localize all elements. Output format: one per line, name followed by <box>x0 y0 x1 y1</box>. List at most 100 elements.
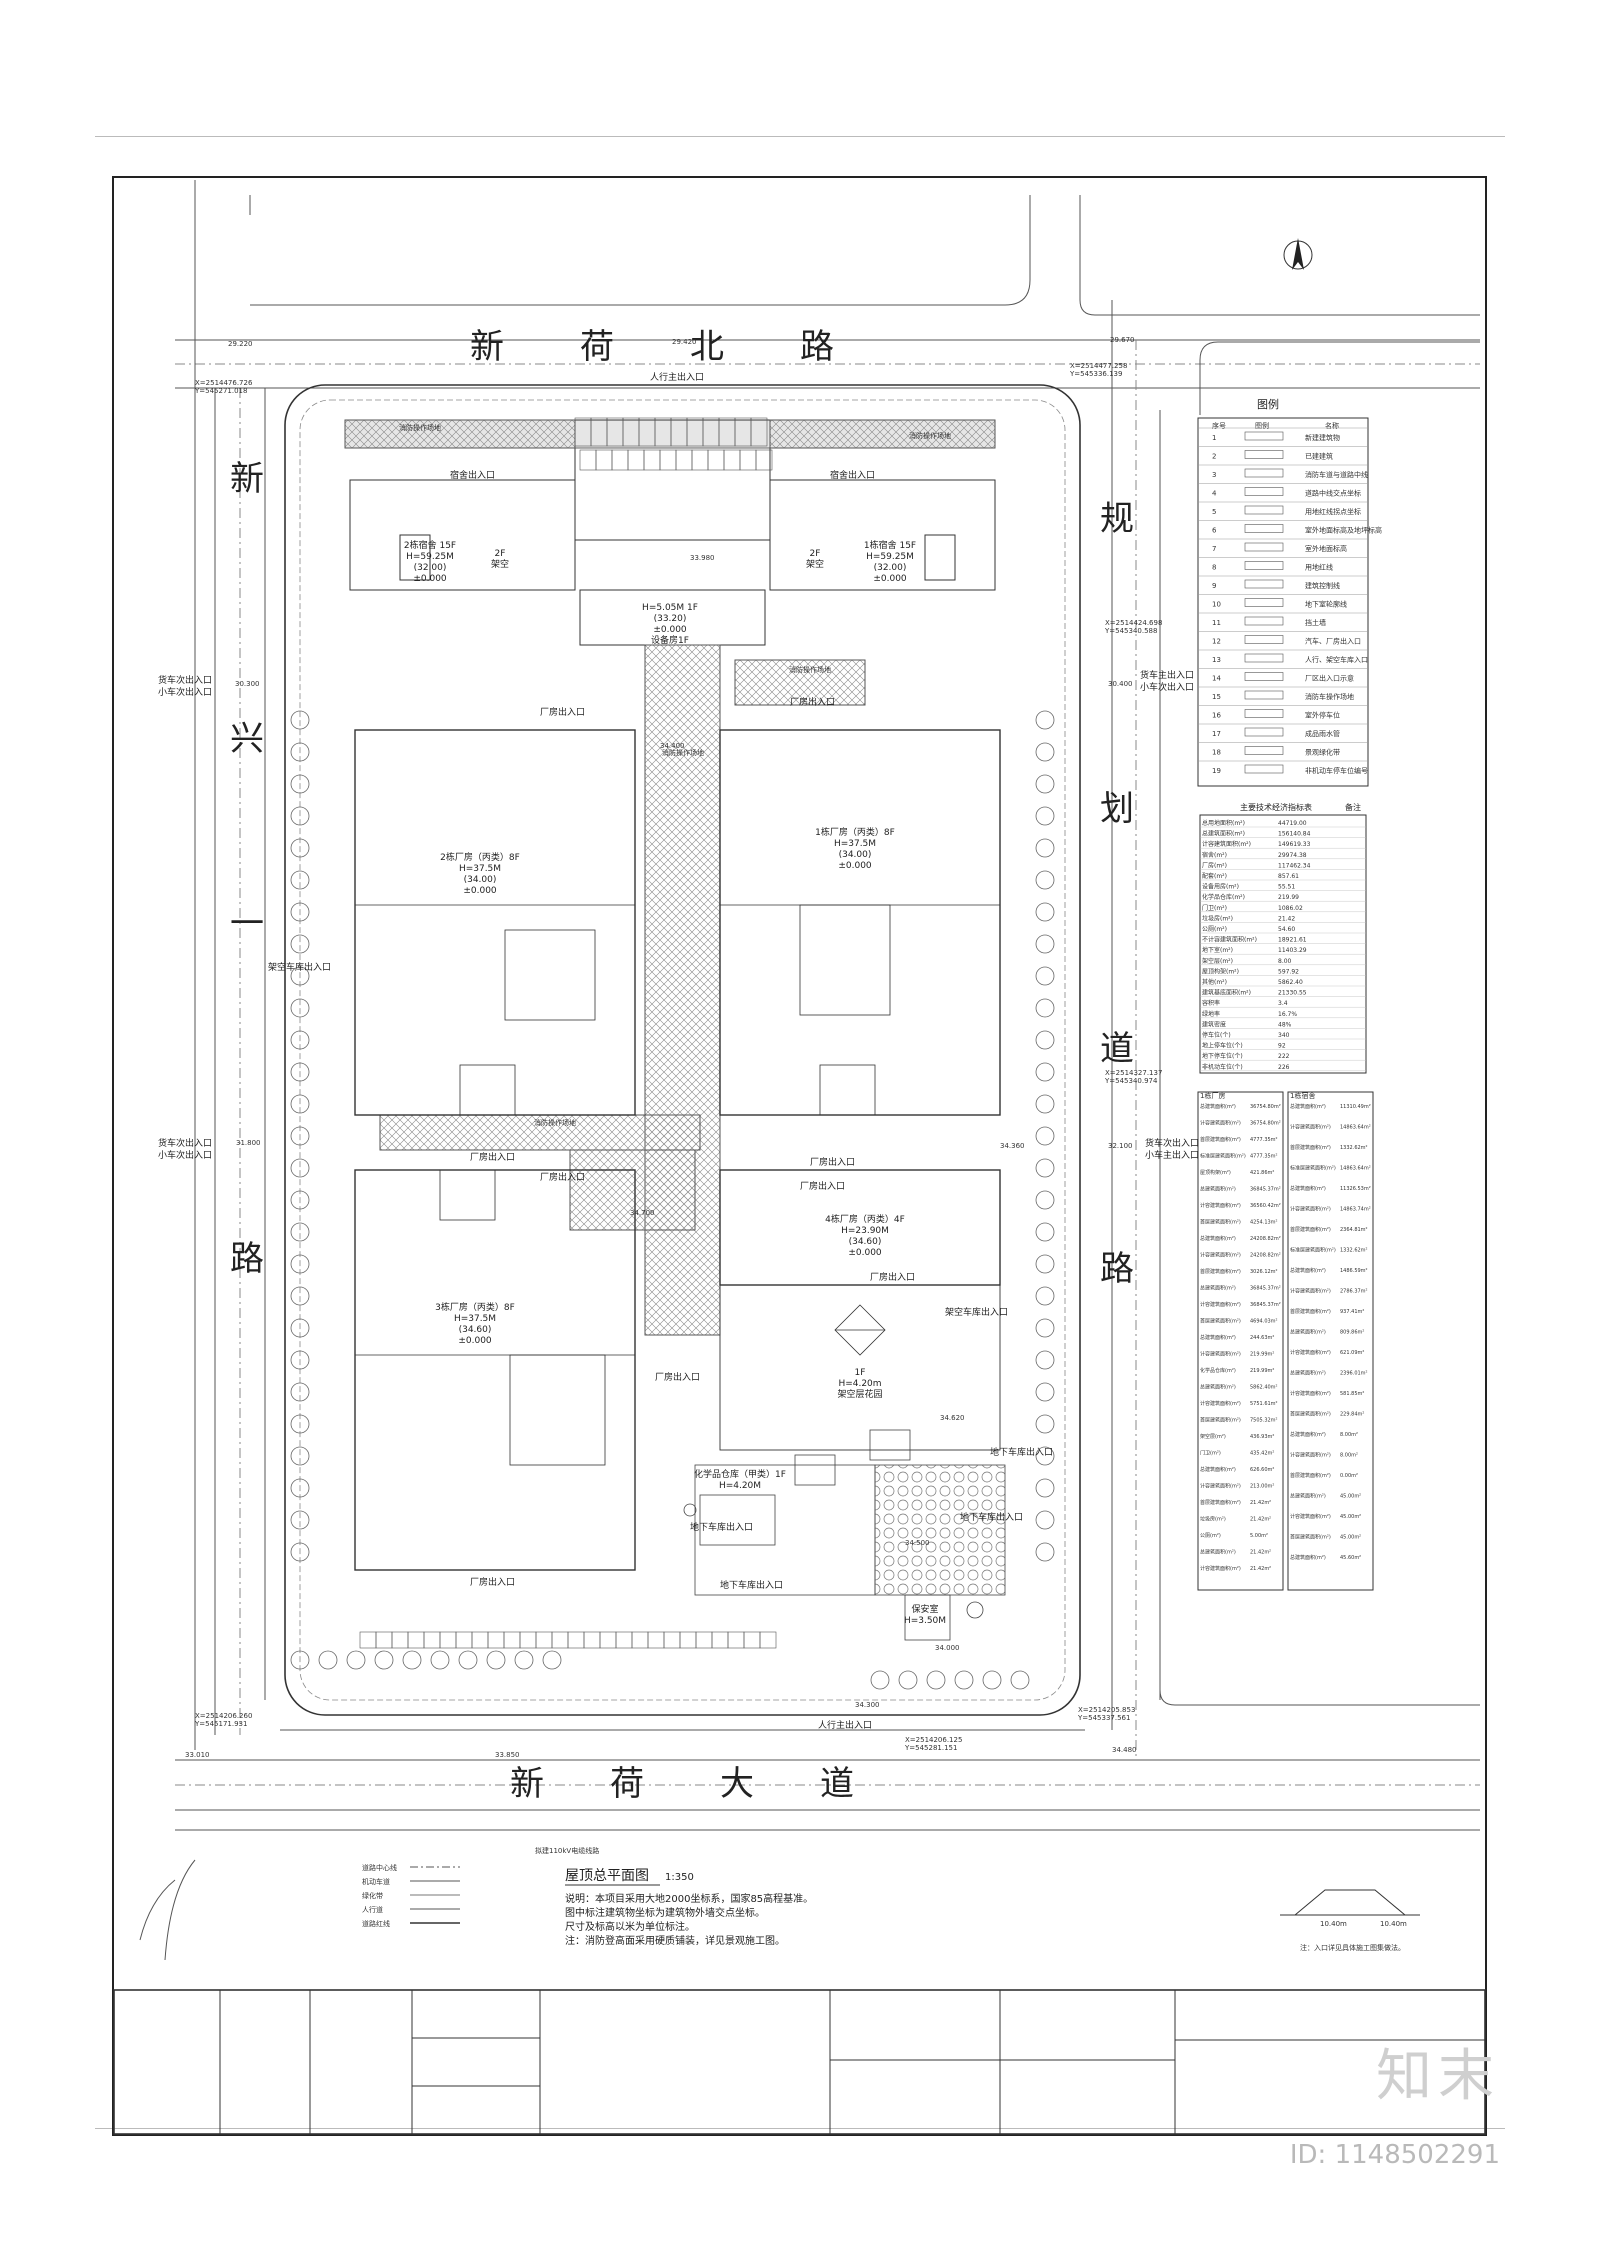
area-left-value: 5862.40m² <box>1250 1385 1278 1391</box>
trees <box>290 710 1055 1690</box>
area-left-key: 计容建筑面积(m²) <box>1200 1252 1241 1259</box>
parking-stall <box>407 1631 425 1649</box>
legend-symbol <box>1244 579 1284 589</box>
legend-row-no: 19 <box>1212 767 1221 775</box>
detail-note: 注：入口详见具体施工图集做法。 <box>1300 1943 1405 1952</box>
area-left-value: 244.63m² <box>1250 1335 1274 1341</box>
area-right-value: 229.84m² <box>1340 1412 1364 1418</box>
legend-row-no: 9 <box>1212 582 1216 590</box>
parking-stall <box>679 1631 697 1649</box>
legend-row-name: 人行、架空车库入口 <box>1305 655 1368 664</box>
tree-icon <box>290 1062 310 1082</box>
coord-se-y: Y=545337.561 <box>1077 1714 1130 1722</box>
legend-row-no: 5 <box>1212 508 1216 516</box>
fire-op-label-2: 消防操作场地 <box>909 431 951 440</box>
tech-table: 主要技术经济指标表 备注 总用地面积(m²)44719.00总建筑面积(m²)1… <box>1199 802 1367 1074</box>
coord-sw-y: Y=545171.931 <box>194 1720 247 1728</box>
area-left-value: 24208.82m² <box>1250 1236 1281 1242</box>
parking-stall <box>723 449 741 471</box>
chemical-name: 化学品仓库（甲类）1F <box>694 1468 786 1480</box>
factory3-height: H=37.5M <box>454 1314 496 1324</box>
tree-icon <box>290 1542 310 1562</box>
label-factory-entrance-9: 厂房出入口 <box>470 1576 515 1588</box>
legend-row-no: 8 <box>1212 564 1216 572</box>
tech-row-value: 92 <box>1278 1043 1286 1050</box>
tree-icon <box>290 934 310 954</box>
entrance-detail: 10.40m 10.40m 注：入口详见具体施工图集做法。 <box>1280 1889 1420 1952</box>
tree-icon <box>290 1126 310 1146</box>
tree-icon <box>1035 1318 1055 1338</box>
legend-row-name: 室外地面标高及地坪标高 <box>1305 526 1382 535</box>
legend-row-name: 用地红线 <box>1305 563 1333 572</box>
elev-15: 34.400 <box>660 742 685 750</box>
legend-row-name: 地下室轮廓线 <box>1305 600 1347 609</box>
coord-e2-x: X=2514327.137 <box>1105 1069 1162 1077</box>
area-right-key: 总建筑面积(m²) <box>1290 1267 1326 1274</box>
tech-row-key: 地下停车位(个) <box>1202 1052 1243 1060</box>
section-label-3: 绿化带 <box>362 1891 383 1900</box>
legend-row-name: 消防车道与道路中线 <box>1305 470 1368 479</box>
elev-18: 34.000 <box>935 1644 960 1652</box>
area-left-value: 3026.12m² <box>1250 1269 1278 1275</box>
legend-title: 图例 <box>1257 397 1279 411</box>
area-right-key: 总建筑面积(m²) <box>1290 1329 1326 1336</box>
area-right-key: 首层建筑面积(m²) <box>1290 1534 1331 1541</box>
tech-row-key: 总用地面积(m²) <box>1202 819 1245 827</box>
dorm1-abs: (32.00) <box>874 563 907 573</box>
tech-row-value: 857.61 <box>1278 873 1299 880</box>
tree-icon <box>290 1446 310 1466</box>
tree-icon <box>1035 1030 1055 1050</box>
factory1-name: 1栋厂房（丙类）8F <box>815 826 895 838</box>
label-ug-parking-1: 地下车库出入口 <box>990 1446 1053 1458</box>
tech-row-value: 54.60 <box>1278 926 1295 933</box>
area-left-value: 421.86m² <box>1250 1170 1274 1176</box>
area-left-value: 7505.32m² <box>1250 1418 1278 1424</box>
tech-row-value: 11403.29 <box>1278 947 1307 954</box>
label-dorm-entrance-1: 宿舍出入口 <box>450 469 495 481</box>
elev-12: 34.500 <box>905 1539 930 1547</box>
tree-icon <box>290 870 310 890</box>
tree-icon <box>290 1318 310 1338</box>
road-east-ch3: 道 <box>1100 1029 1134 1069</box>
label-factory-entrance-5: 厂房出入口 <box>810 1156 855 1168</box>
legend-symbol <box>1244 468 1284 478</box>
dorm2-name: 2栋宿舍 15F <box>404 539 456 551</box>
parking-stall <box>535 1631 553 1649</box>
area-right-key: 首层建筑面积(m²) <box>1290 1144 1331 1151</box>
area-left-key: 首层建筑面积(m²) <box>1200 1499 1241 1506</box>
legend-row-name: 厂区出入口示意 <box>1305 674 1354 683</box>
area-left-key: 架空层(m²) <box>1200 1433 1226 1440</box>
factory2-zero: ±0.000 <box>463 886 497 896</box>
tech-row-key: 公厕(m²) <box>1202 926 1227 933</box>
road-names: 新 荷 北 路 新 荷 大 道 新 兴 一 路 规 划 道 路 <box>230 327 1134 1804</box>
area-right-key: 首层建筑面积(m²) <box>1290 1411 1331 1418</box>
area-left-key: 门卫(m²) <box>1200 1450 1221 1457</box>
label-factory-entrance-4: 厂房出入口 <box>540 1171 585 1183</box>
area-right-key: 标准层建筑面积(m²) <box>1290 1165 1336 1172</box>
tech-row-key: 建筑密度 <box>1202 1020 1226 1028</box>
area-right-value: 2396.01m² <box>1340 1371 1368 1377</box>
tree-icon <box>1035 1542 1055 1562</box>
tech-row-key: 其他(m²) <box>1202 978 1227 986</box>
tree-icon <box>458 1650 478 1670</box>
factory3-zero: ±0.000 <box>458 1336 492 1346</box>
tree-icon <box>1035 1446 1055 1466</box>
tree-icon <box>290 1158 310 1178</box>
tree-icon <box>290 1254 310 1274</box>
area-right-value: 2786.37m² <box>1340 1289 1368 1295</box>
section-label-1: 道路中心线 <box>362 1863 397 1872</box>
area-left-value: 435.42m² <box>1250 1451 1274 1457</box>
legend-row-no: 6 <box>1212 527 1217 535</box>
tech-row-value: 222 <box>1278 1053 1290 1060</box>
area-left-title: 1栋厂房 <box>1200 1091 1225 1100</box>
tree-icon <box>1035 934 1055 954</box>
area-left-key: 总建筑面积(m²) <box>1200 1285 1236 1292</box>
coord-e1-y: Y=545340.588 <box>1104 627 1157 635</box>
dorm1-name: 1栋宿舍 15F <box>864 539 916 551</box>
legend-row-name: 新建建筑物 <box>1305 433 1340 442</box>
tech-row-value: 8.00 <box>1278 958 1292 965</box>
tree-icon <box>514 1650 534 1670</box>
tree-icon <box>290 1030 310 1050</box>
tree-icon <box>290 966 310 986</box>
